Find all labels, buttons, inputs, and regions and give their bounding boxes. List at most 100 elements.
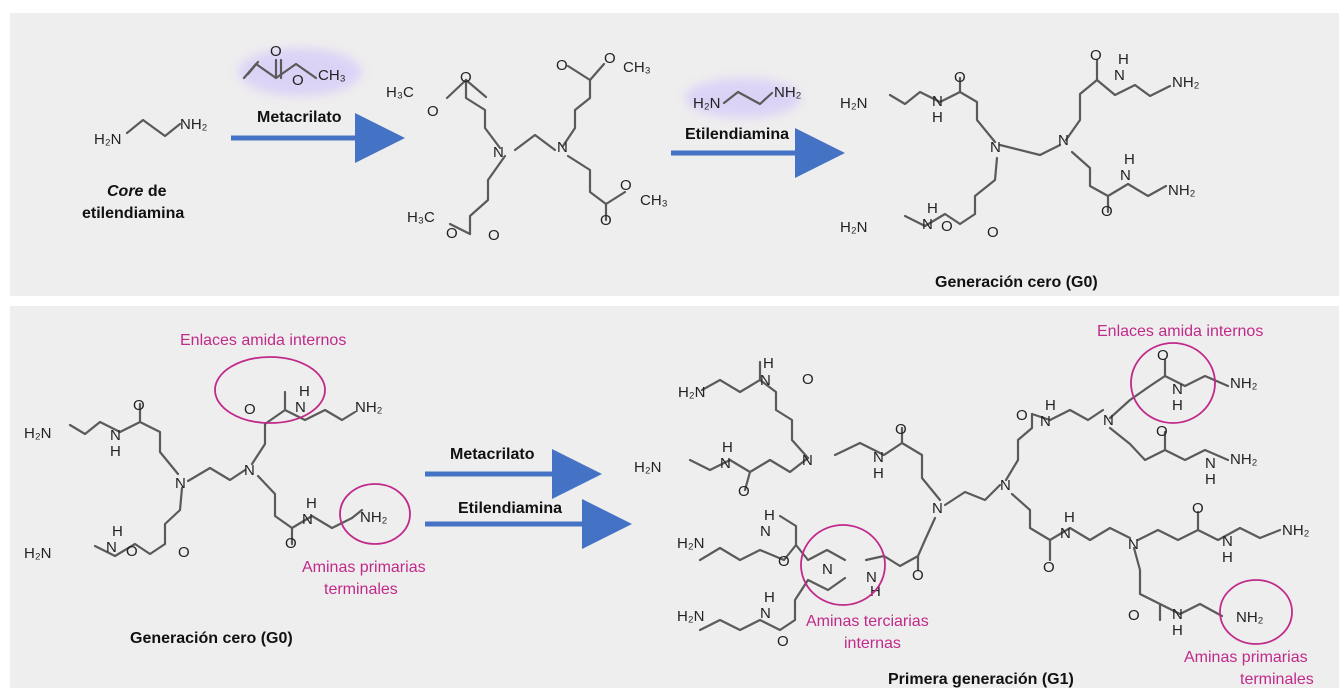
annot-primary-left-2: terminales: [324, 581, 398, 598]
annot-primary-right-2: terminales: [1240, 671, 1314, 688]
atom-nh2: NH₂: [1172, 74, 1200, 91]
atom-n: N: [866, 569, 877, 586]
reagent-glow: [685, 78, 801, 118]
atom-h: H: [932, 109, 943, 126]
g0-product-top-molecule: N N H₂N N H O O H N NH₂ H N NH₂ O H₂N H …: [840, 47, 1200, 241]
atom-h2n: H₂N: [94, 131, 122, 148]
atom-o: O: [133, 397, 145, 414]
bottom-panel: [10, 306, 1339, 688]
amide-highlight-circle: [214, 356, 326, 424]
atom-h: H: [1064, 509, 1075, 526]
atom-ch3: CH₃: [318, 67, 346, 84]
atom-h2n: H₂N: [634, 459, 662, 476]
atom-h: H: [1205, 471, 1216, 488]
atom-h3c: H₃C: [386, 84, 414, 101]
atom-nh2: NH₂: [355, 399, 383, 416]
top-reagent2-label: Etilendiamina: [685, 126, 789, 143]
atom-h3c: H₃C: [407, 209, 435, 226]
atom-o: O: [1192, 500, 1204, 517]
tertiary-amine-highlight-circle: [800, 524, 886, 606]
atom-h2n: H₂N: [677, 535, 705, 552]
atom-o: O: [987, 224, 999, 241]
atom-h: H: [1118, 51, 1129, 68]
atom-o: O: [802, 371, 814, 388]
atom-h: H: [764, 507, 775, 524]
atom-n: N: [110, 427, 121, 444]
atom-h2n: H₂N: [24, 425, 52, 442]
atom-ch3: CH₃: [623, 59, 651, 76]
atom-o: O: [777, 633, 789, 650]
ethylenediamine-core-molecule: H₂N NH₂: [94, 116, 208, 148]
atom-h: H: [722, 439, 733, 456]
atom-o: O: [427, 103, 439, 120]
atom-h: H: [112, 523, 123, 540]
bottom-right-label: Primera generación (G1): [888, 671, 1074, 688]
bottom-reagent2-label: Etilendiamina: [458, 500, 562, 517]
atom-o: O: [244, 401, 256, 418]
top-product-label: Generación cero (G0): [935, 274, 1098, 291]
atom-h2n: H₂N: [840, 95, 868, 112]
atom-o: O: [778, 553, 790, 570]
atom-h: H: [299, 383, 310, 400]
atom-n: N: [873, 449, 884, 466]
atom-h2n: H₂N: [678, 384, 706, 401]
atom-o: O: [270, 43, 282, 60]
tetraester-intermediate-molecule: N N H₃C O O O O CH₃ O CH₃ O H₃C O O: [386, 50, 668, 244]
atom-n: N: [1040, 413, 1051, 430]
atom-o: O: [941, 218, 953, 235]
atom-n: N: [990, 139, 1001, 156]
atom-h2n: H₂N: [693, 95, 721, 112]
atom-h: H: [763, 355, 774, 372]
annot-amide-right: Enlaces amida internos: [1097, 323, 1263, 340]
atom-o: O: [1043, 559, 1055, 576]
primary-amine-highlight-circle: [339, 483, 411, 545]
top-reagent1-label: Metacrilato: [257, 109, 342, 126]
atom-ch3: CH₃: [640, 192, 668, 209]
ethylenediamine-reagent-molecule: H₂N NH₂: [693, 84, 802, 112]
atom-nh2: NH₂: [1230, 375, 1258, 392]
atom-o: O: [460, 69, 472, 86]
atom-nh2: NH₂: [1282, 522, 1310, 539]
atom-o: O: [954, 69, 966, 86]
methyl-acrylate-molecule: O O CH₃: [242, 43, 346, 89]
atom-h2n: H₂N: [24, 545, 52, 562]
core-label-line1: Core de: [107, 183, 167, 200]
atom-o: O: [126, 543, 138, 560]
atom-o: O: [738, 483, 750, 500]
annot-primary-right-1: Aminas primarias: [1184, 649, 1308, 666]
atom-h: H: [927, 200, 938, 217]
atom-o: O: [1101, 203, 1113, 220]
atom-n: N: [1172, 381, 1183, 398]
atom-h: H: [1172, 622, 1183, 639]
atom-nh2: NH₂: [180, 116, 208, 133]
atom-n: N: [1114, 67, 1125, 84]
atom-n: N: [295, 399, 306, 416]
atom-o: O: [556, 57, 568, 74]
atom-o: O: [620, 177, 632, 194]
reagent-glow: [238, 48, 362, 96]
atom-h: H: [306, 495, 317, 512]
atom-o: O: [1128, 607, 1140, 624]
atom-n: N: [1205, 455, 1216, 472]
atom-h: H: [764, 589, 775, 606]
atom-n: N: [175, 475, 186, 492]
atom-n: N: [760, 523, 771, 540]
atom-h: H: [873, 465, 884, 482]
atom-o: O: [912, 567, 924, 584]
amide-highlight-circle: [1130, 342, 1216, 424]
atom-n: N: [106, 539, 117, 556]
atom-h: H: [1124, 151, 1135, 168]
atom-nh2: NH₂: [360, 509, 388, 526]
atom-nh2: NH₂: [1236, 609, 1264, 626]
primary-amine-highlight-circle: [1219, 579, 1293, 645]
atom-o: O: [1016, 407, 1028, 424]
atom-h: H: [110, 443, 121, 460]
atom-o: O: [178, 544, 190, 561]
atom-h: H: [1222, 549, 1233, 566]
atom-o: O: [292, 72, 304, 89]
atom-n: N: [932, 500, 943, 517]
atom-o: O: [895, 421, 907, 438]
atom-n: N: [760, 372, 771, 389]
annot-tertiary-2: internas: [844, 635, 901, 652]
